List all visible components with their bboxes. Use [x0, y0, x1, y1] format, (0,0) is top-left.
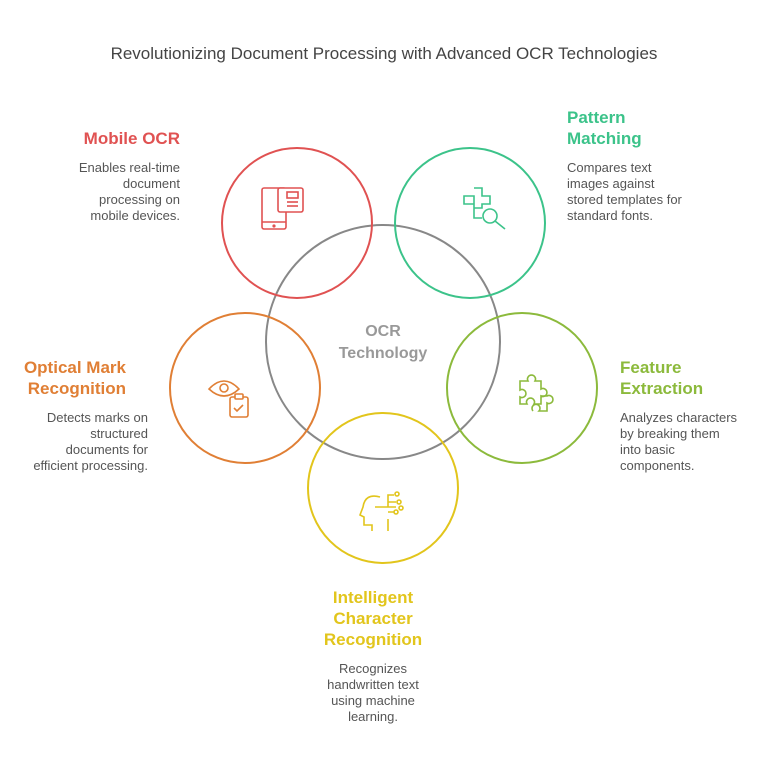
puzzle-icon: [519, 374, 554, 412]
desc-line: Detects marks on: [46, 410, 148, 425]
feature-extraction-desc: Analyzes characters by breaking them int…: [620, 410, 737, 474]
pattern-search-icon: [463, 187, 506, 230]
mobile-ocr-circle: [221, 147, 373, 299]
optical-mark-desc: Detects marks on structured documents fo…: [33, 410, 148, 474]
center-label-line1: OCR: [365, 323, 401, 340]
desc-line: mobile devices.: [90, 208, 180, 223]
title-line: Character: [333, 609, 413, 628]
desc-line: documents for: [65, 442, 148, 457]
desc-line: stored templates for: [567, 192, 682, 207]
title-line: Matching: [567, 129, 642, 148]
desc-line: structured: [90, 426, 148, 441]
title-line: Pattern: [567, 108, 626, 127]
desc-line: by breaking them: [620, 426, 720, 441]
title-line: Recognition: [27, 379, 126, 398]
mobile-ocr-title: Mobile OCR: [83, 129, 180, 148]
mobile-document-icon: [261, 187, 304, 230]
title-line: Recognition: [323, 630, 423, 649]
ai-head-icon: [358, 491, 404, 531]
desc-line: using machine: [331, 693, 415, 708]
desc-line: learning.: [348, 709, 398, 724]
desc-line: efficient processing.: [33, 458, 148, 473]
title-line: Optical Mark: [23, 358, 126, 377]
center-label: OCR Technology: [313, 321, 453, 365]
center-circle: [265, 224, 501, 460]
feature-extraction-circle: [446, 312, 598, 464]
title-line: Intelligent: [332, 588, 414, 607]
optical-mark-circle: [169, 312, 321, 464]
desc-line: images against: [567, 176, 655, 191]
mobile-ocr-desc: Enables real-time document processing on…: [79, 160, 180, 224]
icr-circle: [307, 412, 459, 564]
optical-mark-title: Optical Mark Recognition: [24, 357, 126, 399]
diagram-title: Revolutionizing Document Processing with…: [110, 44, 658, 63]
pattern-matching-title: Pattern Matching: [567, 107, 642, 149]
desc-line: components.: [620, 458, 695, 473]
eye-clipboard-icon: [207, 380, 249, 418]
desc-line: document: [122, 176, 180, 191]
feature-extraction-title: Feature Extraction: [620, 357, 703, 399]
desc-line: processing on: [99, 192, 180, 207]
pattern-matching-desc: Compares text images against stored temp…: [567, 160, 682, 224]
desc-line: handwritten text: [327, 677, 419, 692]
icr-title: Intelligent Character Recognition: [293, 587, 453, 650]
desc-line: Compares text: [567, 160, 652, 175]
title-line: Extraction: [620, 379, 704, 398]
center-label-line2: Technology: [338, 345, 428, 362]
desc-line: Analyzes characters: [620, 410, 738, 425]
desc-line: Enables real-time: [78, 160, 180, 175]
icr-desc: Recognizes handwritten text using machin…: [293, 661, 453, 725]
desc-line: Recognizes: [339, 661, 407, 676]
desc-line: into basic: [620, 442, 675, 457]
desc-line: standard fonts.: [567, 208, 653, 223]
pattern-matching-circle: [394, 147, 546, 299]
title-line: Feature: [620, 358, 682, 377]
